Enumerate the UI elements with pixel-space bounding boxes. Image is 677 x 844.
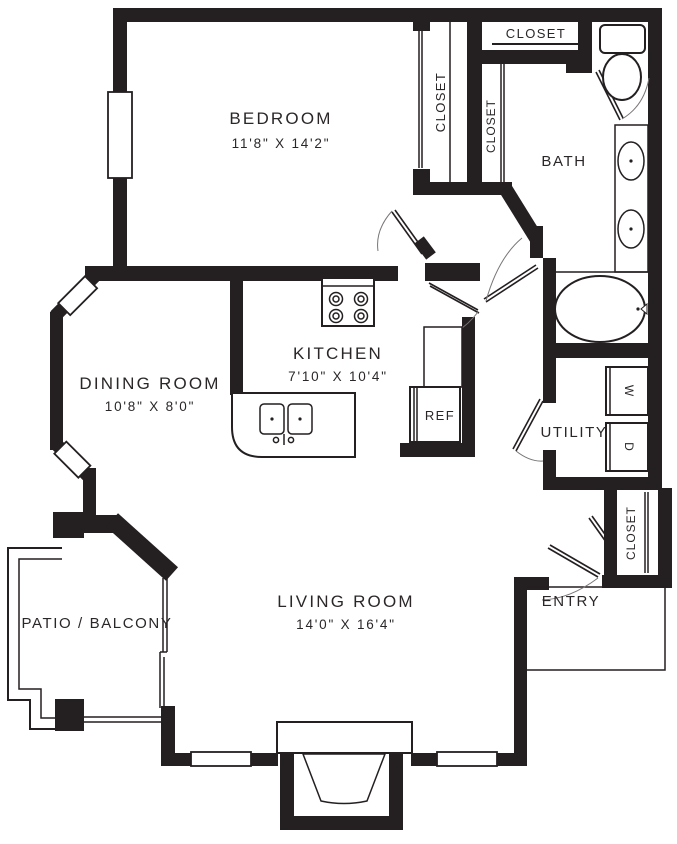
refrigerator: REF <box>409 386 461 443</box>
entry-outline <box>527 586 666 671</box>
bedroom-closet-label: CLOSET <box>433 72 448 132</box>
dining-room-dims: 10'8" X 8'0" <box>105 399 195 414</box>
bathtub <box>554 271 648 343</box>
fireplace <box>276 721 413 830</box>
kitchen-dims: 7'10" X 10'4" <box>288 369 388 384</box>
toilet <box>599 24 646 101</box>
bedroom-dims: 11'8" X 14'2" <box>232 136 331 151</box>
vanity-sinks <box>614 124 649 273</box>
dining-room-label: DINING ROOM <box>79 374 220 393</box>
living-window-right <box>436 751 498 767</box>
bath-door <box>483 237 539 303</box>
living-room-label: LIVING ROOM <box>277 592 415 611</box>
stove <box>321 277 375 327</box>
entry-label: ENTRY <box>542 593 601 610</box>
entry-door <box>541 544 601 601</box>
hall-closet-label: CLOSET <box>484 99 498 153</box>
utility-label: UTILITY <box>540 424 607 441</box>
entry-closet-label: CLOSET <box>624 506 638 560</box>
refrigerator-label: REF <box>425 408 455 423</box>
closet-lines <box>418 22 649 573</box>
patio-boundary <box>7 547 168 730</box>
dining-bay-window-bottom <box>53 440 92 479</box>
walls <box>50 8 672 766</box>
dining-bay-window-top <box>56 274 99 317</box>
windows <box>53 91 498 767</box>
pantry-shelf <box>423 326 463 388</box>
bedroom-window <box>107 91 133 179</box>
bedroom-label: BEDROOM <box>229 109 332 128</box>
patio-sliding-door <box>159 578 168 708</box>
bath-label: BATH <box>541 153 586 170</box>
living-window-left <box>190 751 252 767</box>
kitchen-sink <box>259 403 313 445</box>
bedroom-door <box>377 209 426 255</box>
entry-closet-door <box>588 515 615 550</box>
washer: W <box>605 366 649 416</box>
dryer-label: D <box>622 442 636 452</box>
dryer: D <box>605 422 649 472</box>
kitchen-counter <box>231 392 356 458</box>
washer-label: W <box>622 385 636 397</box>
kitchen-label: KITCHEN <box>293 344 383 363</box>
utility-door <box>512 398 544 462</box>
patio-balcony-label: PATIO / BALCONY <box>22 615 173 632</box>
top-closet-label: CLOSET <box>506 26 566 41</box>
living-room-dims: 14'0" X 16'4" <box>296 617 396 632</box>
labels: BEDROOM 11'8" X 14'2" KITCHEN 7'10" X 10… <box>22 26 638 632</box>
